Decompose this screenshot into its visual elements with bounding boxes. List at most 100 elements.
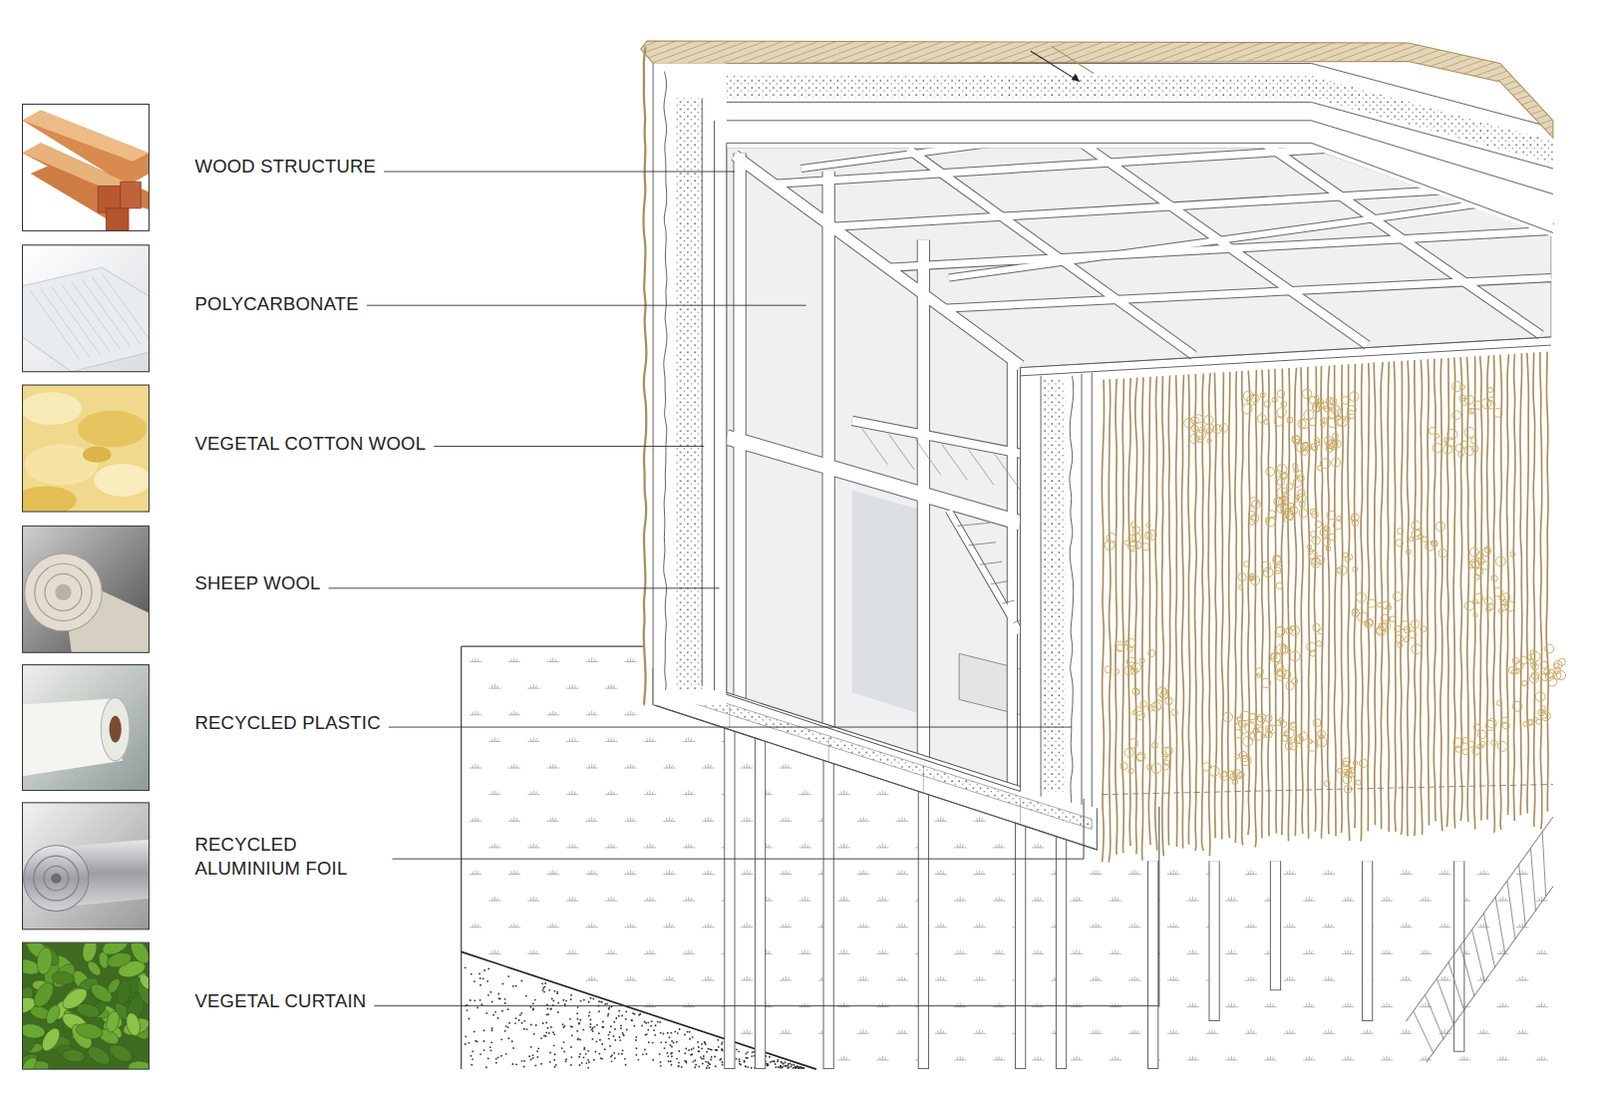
stipple-dot <box>750 1066 753 1069</box>
stipple-dot <box>706 1064 709 1067</box>
foliage <box>1266 467 1276 477</box>
stipple-dot <box>562 1025 565 1028</box>
curtain-strand <box>1307 366 1310 839</box>
stipple-dot <box>697 1045 700 1048</box>
foliage <box>1420 626 1427 633</box>
stipple-dot <box>690 1047 693 1050</box>
grass-mark <box>624 816 637 821</box>
stipple-dot <box>563 1050 566 1053</box>
stipple-dot <box>553 1058 556 1061</box>
roof <box>640 40 1554 238</box>
stipple-dot <box>491 1028 494 1031</box>
foliage <box>1144 531 1152 539</box>
curtain-strand <box>1115 378 1118 855</box>
stipple-dot <box>645 1052 648 1055</box>
grass-mark <box>1070 1055 1083 1060</box>
aluminium-foil-swatch-part <box>23 845 90 912</box>
stipple-dot <box>590 996 593 999</box>
grass-mark <box>1089 923 1102 928</box>
grass-mark <box>469 869 482 874</box>
grass-mark <box>992 843 1005 848</box>
stipple-dot <box>702 1054 705 1057</box>
stipple-dot <box>645 1032 648 1035</box>
foliage <box>1309 649 1316 656</box>
foliage <box>1477 743 1483 750</box>
polycarbonate-swatch-part-part <box>101 273 149 339</box>
stipple-dot <box>666 1031 669 1034</box>
stipple-dot <box>550 1025 553 1028</box>
stair-tread <box>967 542 996 546</box>
vegetal-curtain-swatch <box>22 942 150 1069</box>
stipple-dot <box>546 1006 549 1009</box>
stipple-dot <box>501 1009 504 1012</box>
ground-part <box>464 965 806 1069</box>
stipple-dot <box>554 1065 557 1068</box>
foliage <box>1365 618 1373 626</box>
foliage <box>1512 700 1523 711</box>
stipple-dot <box>588 1014 591 1017</box>
stilt-outline <box>754 737 766 1070</box>
cotton-wool-swatch-part <box>77 410 148 448</box>
stipple-dot <box>530 1058 533 1061</box>
foliage <box>1261 677 1271 687</box>
stipple-dot <box>669 1052 672 1055</box>
foliage <box>1469 547 1479 557</box>
stipple-dot <box>480 1002 483 1005</box>
grass-mark <box>1206 1028 1219 1033</box>
grass-mark <box>566 683 579 688</box>
stipple-dot <box>564 1004 567 1007</box>
grass-mark <box>992 1055 1005 1060</box>
plank <box>967 449 994 486</box>
material-label: VEGETAL CURTAIN <box>195 988 367 1014</box>
plank <box>994 454 1021 491</box>
grass-mark <box>643 949 656 954</box>
grass-mark <box>857 975 870 980</box>
stipple-dot <box>601 1042 604 1045</box>
grass-mark <box>1245 1028 1258 1033</box>
stipple-dot <box>705 1066 708 1069</box>
grass-mark <box>566 736 579 741</box>
stipple-dot <box>720 1042 723 1045</box>
stipple-dot <box>643 1020 646 1023</box>
foliage <box>1301 449 1308 456</box>
stipple-dot <box>705 1050 708 1053</box>
stipple-dot <box>773 1060 776 1063</box>
foliage <box>1306 544 1311 549</box>
stipple-dot <box>792 1063 795 1066</box>
foliage <box>1309 508 1316 515</box>
foliage <box>1146 523 1151 528</box>
foliage <box>1315 640 1321 646</box>
foliage <box>1114 640 1125 651</box>
stipple-dot <box>631 1018 634 1021</box>
stilt-outline <box>1208 860 1220 1021</box>
stipple-dot <box>547 1012 550 1015</box>
stipple-dot <box>659 1031 662 1034</box>
foliage <box>1268 724 1277 733</box>
foliage <box>1154 699 1164 709</box>
stipple-dot <box>576 1029 579 1032</box>
grass-mark <box>1477 1028 1490 1033</box>
foliage <box>1327 417 1337 427</box>
foliage <box>1301 388 1311 398</box>
member-outline <box>943 278 1552 310</box>
foliage <box>1452 410 1462 420</box>
stipple-dot <box>528 1054 531 1057</box>
grass-mark <box>992 1002 1005 1007</box>
roof-part-part <box>703 120 1554 195</box>
swatch-frames-part <box>22 384 150 512</box>
foliage <box>1471 444 1479 452</box>
leaf <box>136 971 149 991</box>
stipple-dot <box>546 1003 549 1006</box>
aluminium-foil-swatch-part <box>22 802 150 930</box>
grass-mark <box>1419 949 1432 954</box>
foliage <box>1403 626 1411 634</box>
foliage <box>1300 442 1308 450</box>
foliage <box>1280 400 1287 407</box>
foliage <box>1292 478 1302 488</box>
stipple-dot <box>562 1022 565 1025</box>
grass-mark <box>1497 1055 1510 1060</box>
foliage <box>1285 483 1293 491</box>
foliage <box>1328 533 1336 541</box>
stipple-dot <box>479 998 482 1001</box>
grass-mark <box>973 816 986 821</box>
